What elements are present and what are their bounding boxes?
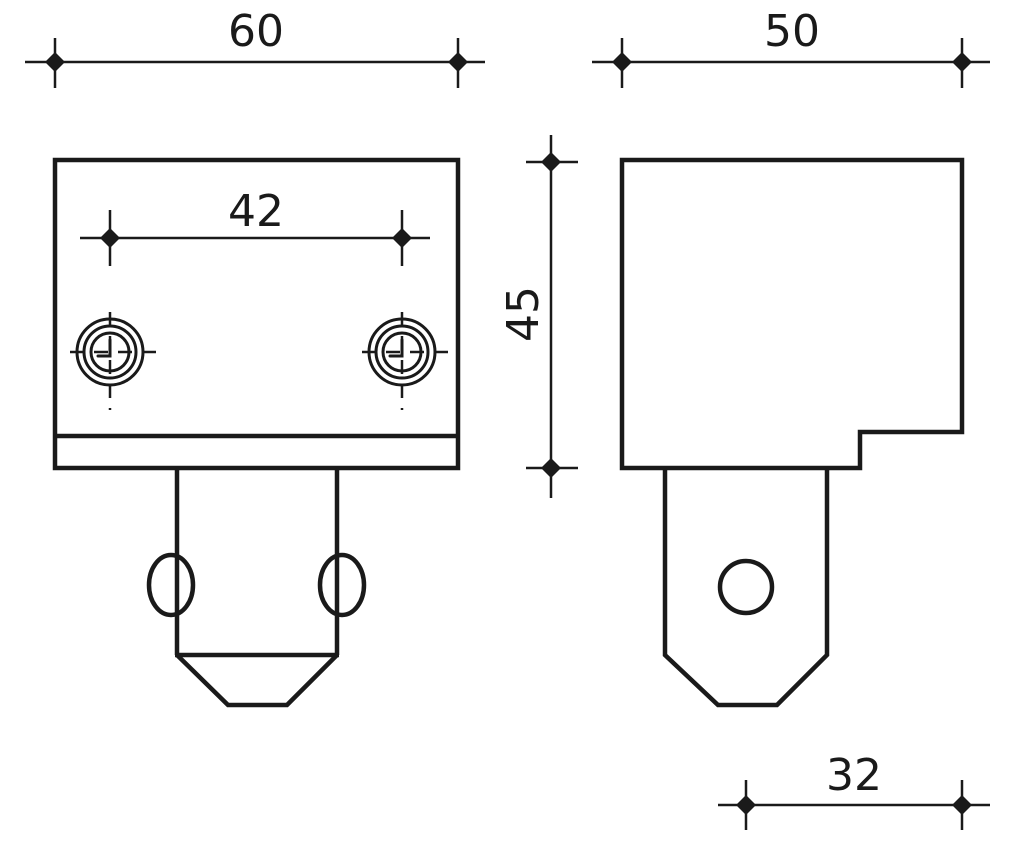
front-stem: [146, 468, 367, 708]
side-hole: [717, 558, 775, 616]
dimension-45: 45: [498, 135, 578, 498]
dimension-45-label: 45: [498, 286, 549, 342]
dimension-42: 42: [80, 186, 430, 266]
dimension-42-label: 42: [228, 186, 284, 237]
dimension-50-label: 50: [764, 6, 820, 57]
front-view: 42: [52, 157, 461, 708]
dimension-60-label: 60: [228, 6, 284, 57]
screw-left: [70, 312, 165, 410]
dimension-32-label: 32: [826, 750, 882, 801]
side-view: [619, 157, 965, 708]
dimension-50: 50: [592, 6, 990, 88]
dimension-60: 60: [25, 6, 485, 88]
screw-right: [362, 312, 458, 410]
dimension-32: 32: [718, 750, 990, 830]
